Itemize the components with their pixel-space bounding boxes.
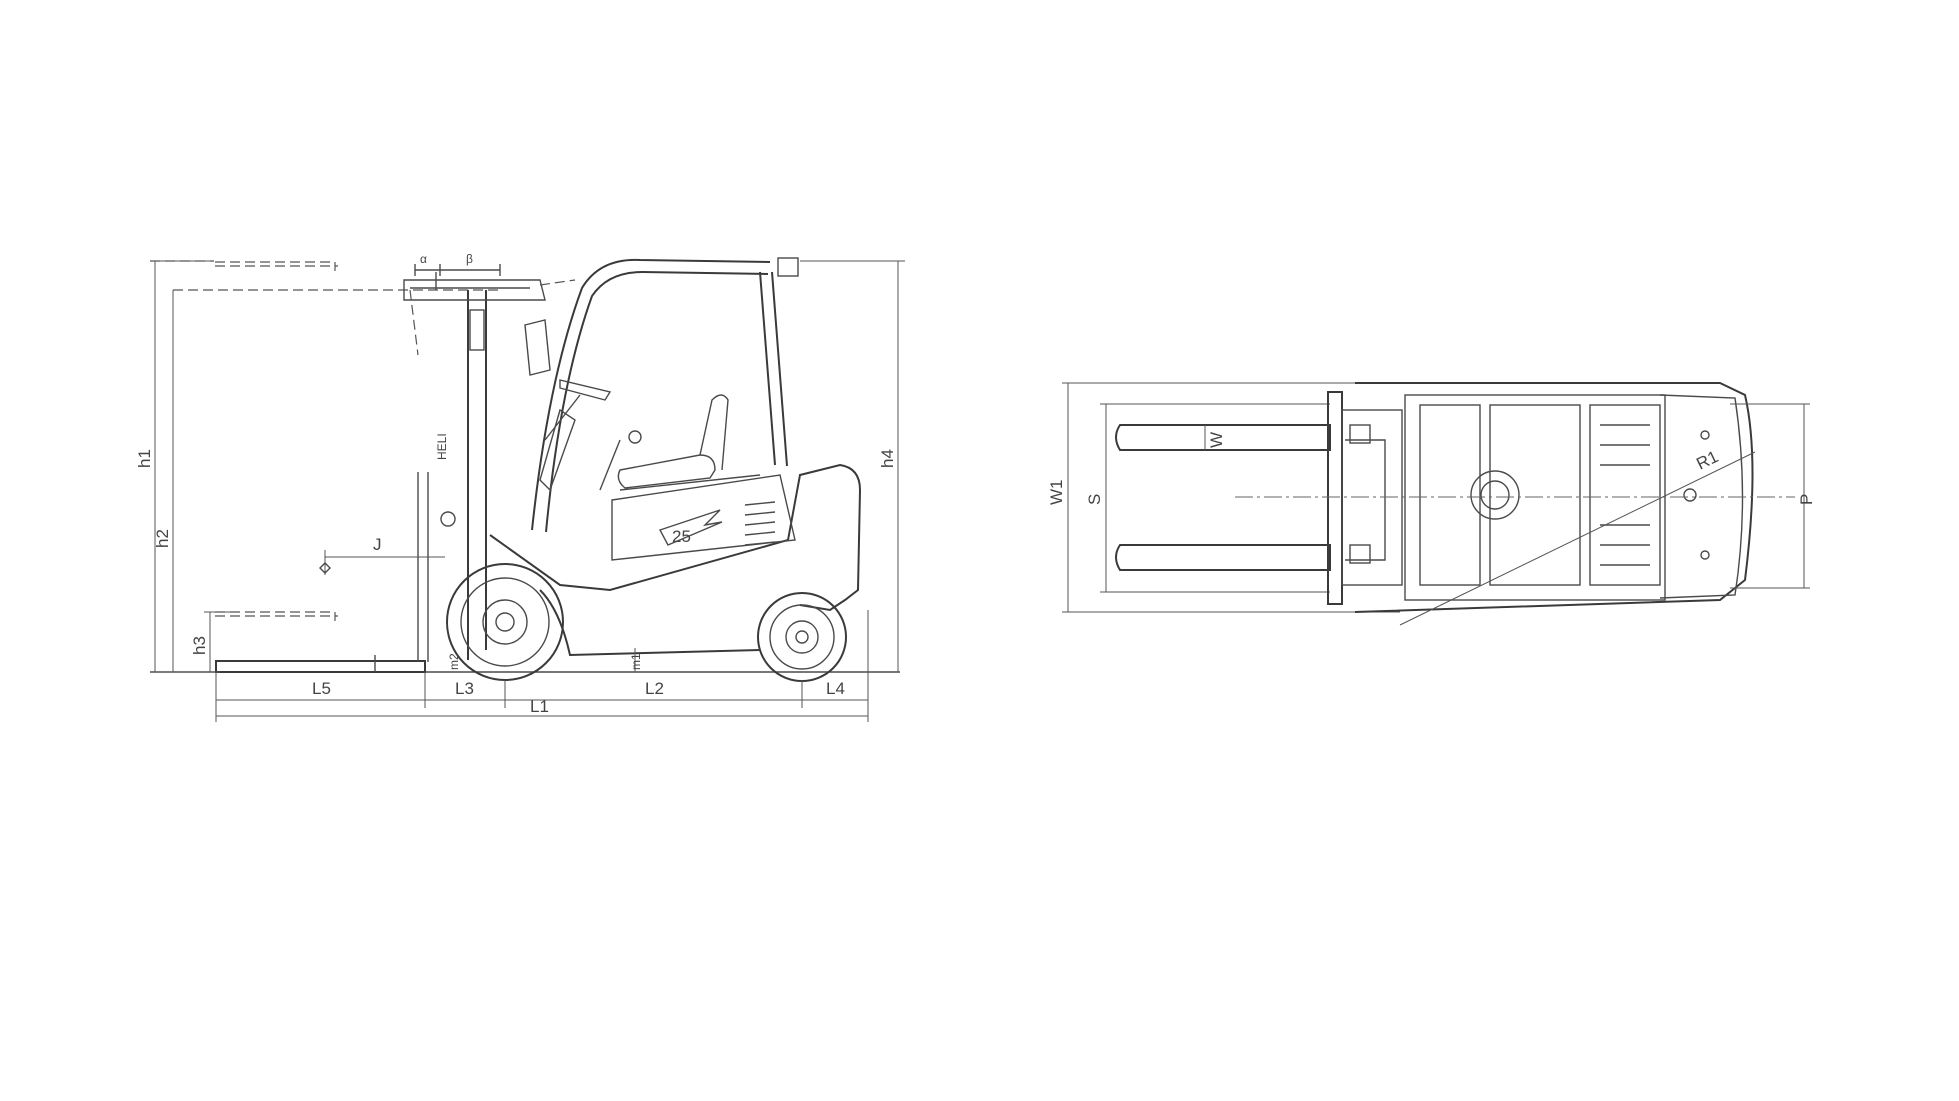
truck-body: 25 HELI [435,433,862,657]
horizontal-dimensions: L5 L3 L2 L4 L1 [215,610,869,722]
turning-radius: R1 [1399,447,1756,626]
dim-label-L2: L2 [645,679,664,698]
carriage-top [1327,391,1403,605]
dim-P: P [1730,403,1816,589]
forks-lowered [215,472,429,673]
dim-label-h3: h3 [190,636,209,655]
dim-label-h2: h2 [153,529,172,548]
dim-label-S: S [1085,494,1104,505]
dim-label-h4: h4 [878,449,897,468]
dim-label-W1: W1 [1047,480,1066,506]
tilt-angle-alpha: α [420,252,427,266]
mast [403,264,576,660]
brand-mark: HELI [435,433,449,460]
dim-label-L4: L4 [826,679,845,698]
dim-label-W: W [1207,432,1226,448]
front-wheel [446,563,564,681]
dim-label-L1: L1 [530,697,549,716]
load-center: J [319,535,445,575]
dim-label-m1: m1 [629,653,643,670]
forks-top: W [1115,424,1331,571]
dim-label-h1: h1 [135,449,154,468]
dim-label-P: P [1797,494,1816,505]
dim-label-J: J [373,535,382,554]
operator-seat [617,394,761,491]
dim-label-L3: L3 [455,679,474,698]
forklift-top-view: W1 S W [1047,382,1816,626]
vertical-dimensions: h1 h2 h3 h4 m1 m2 α β [135,252,905,673]
model-badge: 25 [672,527,691,546]
steering-column [524,319,642,492]
overhead-guard [531,257,799,533]
dim-label-m2: m2 [447,653,461,670]
dim-label-R1: R1 [1693,447,1721,474]
forklift-side-view: 25 HELI J h1 [135,252,905,722]
tilt-angle-beta: β [466,252,473,266]
dim-label-L5: L5 [312,679,331,698]
